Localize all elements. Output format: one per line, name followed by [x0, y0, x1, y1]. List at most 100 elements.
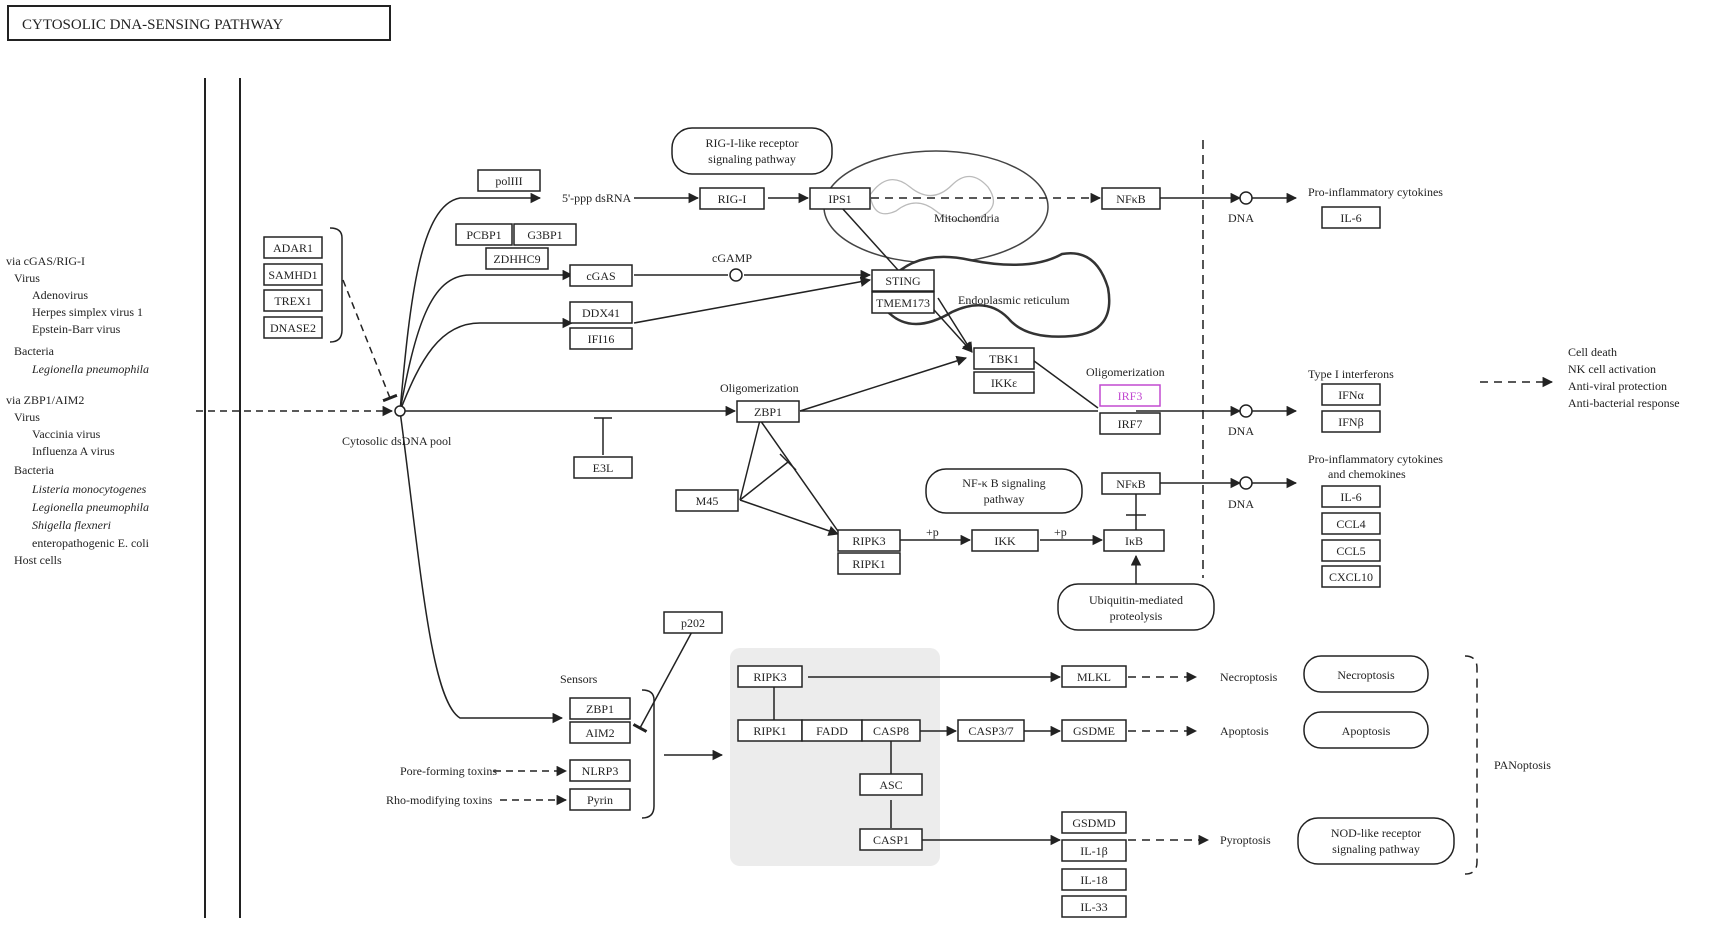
gene-node-ripk3[interactable]: RIPK3 [837, 529, 901, 552]
gene-box[interactable] [1321, 512, 1381, 535]
gene-node-il6a[interactable]: IL-6 [1321, 206, 1381, 229]
nod-like-pathway-link[interactable] [1297, 817, 1455, 865]
gene-node-ifnb[interactable]: IFNβ [1321, 410, 1381, 433]
gene-box[interactable] [1099, 412, 1161, 435]
gene-box[interactable] [809, 187, 871, 210]
gene-box[interactable] [1321, 565, 1381, 588]
gene-node-il6b[interactable]: IL-6 [1321, 485, 1381, 508]
gene-box[interactable] [971, 529, 1039, 552]
gene-node-m45[interactable]: M45 [675, 489, 739, 512]
gene-node-zdhhc9[interactable]: ZDHHC9 [485, 247, 549, 270]
gene-node-ikk[interactable]: IKK [971, 529, 1039, 552]
gene-box[interactable] [663, 611, 723, 634]
gene-box[interactable] [1061, 665, 1127, 688]
gene-box[interactable] [477, 169, 541, 192]
gene-box[interactable] [569, 788, 631, 811]
gene-node-g-casp1[interactable]: CASP1 [859, 828, 923, 851]
gene-box[interactable] [1103, 529, 1165, 552]
gene-box[interactable] [263, 289, 323, 312]
apoptosis-pathway-link[interactable] [1303, 711, 1429, 749]
gene-node-ifna[interactable]: IFNα [1321, 383, 1381, 406]
gene-box[interactable] [859, 828, 923, 851]
gene-box[interactable] [871, 269, 935, 292]
gene-box[interactable] [1321, 410, 1381, 433]
gene-node-casp37[interactable]: CASP3/7 [957, 719, 1025, 742]
gene-node-ccl5[interactable]: CCL5 [1321, 539, 1381, 562]
gene-box[interactable] [573, 456, 633, 479]
gene-node-e3l[interactable]: E3L [573, 456, 633, 479]
gene-node-nfkb1[interactable]: NFκB [1101, 187, 1161, 210]
gene-node-s-aim2[interactable]: AIM2 [569, 721, 631, 744]
gene-box[interactable] [1101, 472, 1161, 495]
gene-box[interactable] [1061, 811, 1127, 834]
gene-node-cgas[interactable]: cGAS [569, 264, 633, 287]
gene-box[interactable] [973, 347, 1035, 370]
gene-node-cxcl10[interactable]: CXCL10 [1321, 565, 1381, 588]
gene-node-il18[interactable]: IL-18 [1061, 868, 1127, 891]
gene-node-s-nlrp3[interactable]: NLRP3 [569, 759, 631, 782]
gene-box[interactable] [485, 247, 549, 270]
gene-node-nfkb2[interactable]: NFκB [1101, 472, 1161, 495]
gene-box[interactable] [1099, 384, 1161, 407]
gene-node-g-fadd[interactable]: FADD [801, 719, 863, 742]
gene-node-s-zbp1[interactable]: ZBP1 [569, 697, 631, 720]
gene-box[interactable] [1061, 868, 1127, 891]
rig-like-pathway-link[interactable] [671, 127, 833, 175]
gene-box[interactable] [1321, 206, 1381, 229]
gene-node-samhd1[interactable]: SAMHD1 [263, 263, 323, 286]
gene-node-adar1[interactable]: ADAR1 [263, 236, 323, 259]
gene-box[interactable] [455, 223, 513, 246]
gene-box[interactable] [973, 371, 1035, 394]
gene-node-trex1[interactable]: TREX1 [263, 289, 323, 312]
gene-box[interactable] [675, 489, 739, 512]
gene-node-g-asc[interactable]: ASC [859, 773, 923, 796]
gene-node-ikb[interactable]: IκB [1103, 529, 1165, 552]
gene-box[interactable] [1321, 383, 1381, 406]
gene-box[interactable] [861, 719, 921, 742]
gene-node-irf7[interactable]: IRF7 [1099, 412, 1161, 435]
gene-node-g3bp1[interactable]: G3BP1 [513, 223, 577, 246]
necroptosis-pathway-link[interactable] [1303, 655, 1429, 693]
gene-box[interactable] [859, 773, 923, 796]
gene-node-irf3[interactable]: IRF3 [1099, 384, 1161, 407]
gene-node-zbp1[interactable]: ZBP1 [736, 400, 800, 423]
gene-node-gsdmd[interactable]: GSDMD [1061, 811, 1127, 834]
gene-box[interactable] [736, 400, 800, 423]
gene-node-g-casp8[interactable]: CASP8 [861, 719, 921, 742]
gene-box[interactable] [737, 665, 803, 688]
gene-node-polIII[interactable]: polIII [477, 169, 541, 192]
gene-box[interactable] [957, 719, 1025, 742]
gene-box[interactable] [871, 291, 935, 314]
gene-box[interactable] [569, 759, 631, 782]
gene-box[interactable] [569, 721, 631, 744]
gene-box[interactable] [263, 236, 323, 259]
nfkb-pathway-link[interactable] [925, 468, 1083, 514]
gene-node-s-pyrin[interactable]: Pyrin [569, 788, 631, 811]
gene-node-g-ripk3[interactable]: RIPK3 [737, 665, 803, 688]
gene-box[interactable] [1321, 539, 1381, 562]
gene-box[interactable] [837, 552, 901, 575]
gene-box[interactable] [569, 697, 631, 720]
gene-box[interactable] [1061, 839, 1127, 862]
gene-node-ikke[interactable]: IKKε [973, 371, 1035, 394]
gene-box[interactable] [513, 223, 577, 246]
gene-box[interactable] [263, 316, 323, 339]
gene-node-rigi[interactable]: RIG-I [699, 187, 765, 210]
gene-node-il33[interactable]: IL-33 [1061, 895, 1127, 918]
gene-node-pcbp1[interactable]: PCBP1 [455, 223, 513, 246]
gene-node-dnase2[interactable]: DNASE2 [263, 316, 323, 339]
gene-node-ripk1[interactable]: RIPK1 [837, 552, 901, 575]
gene-box[interactable] [837, 529, 901, 552]
gene-box[interactable] [569, 301, 633, 324]
gene-box[interactable] [1061, 719, 1127, 742]
gene-node-tmem[interactable]: TMEM173 [871, 291, 935, 314]
gene-box[interactable] [569, 264, 633, 287]
gene-node-mlkl[interactable]: MLKL [1061, 665, 1127, 688]
gene-node-ifi16[interactable]: IFI16 [569, 327, 633, 350]
gene-box[interactable] [699, 187, 765, 210]
gene-node-ddx41[interactable]: DDX41 [569, 301, 633, 324]
gene-node-p202[interactable]: p202 [663, 611, 723, 634]
ubiquitin-pathway-link[interactable] [1057, 583, 1215, 631]
gene-node-il1b[interactable]: IL-1β [1061, 839, 1127, 862]
gene-node-tbk1[interactable]: TBK1 [973, 347, 1035, 370]
